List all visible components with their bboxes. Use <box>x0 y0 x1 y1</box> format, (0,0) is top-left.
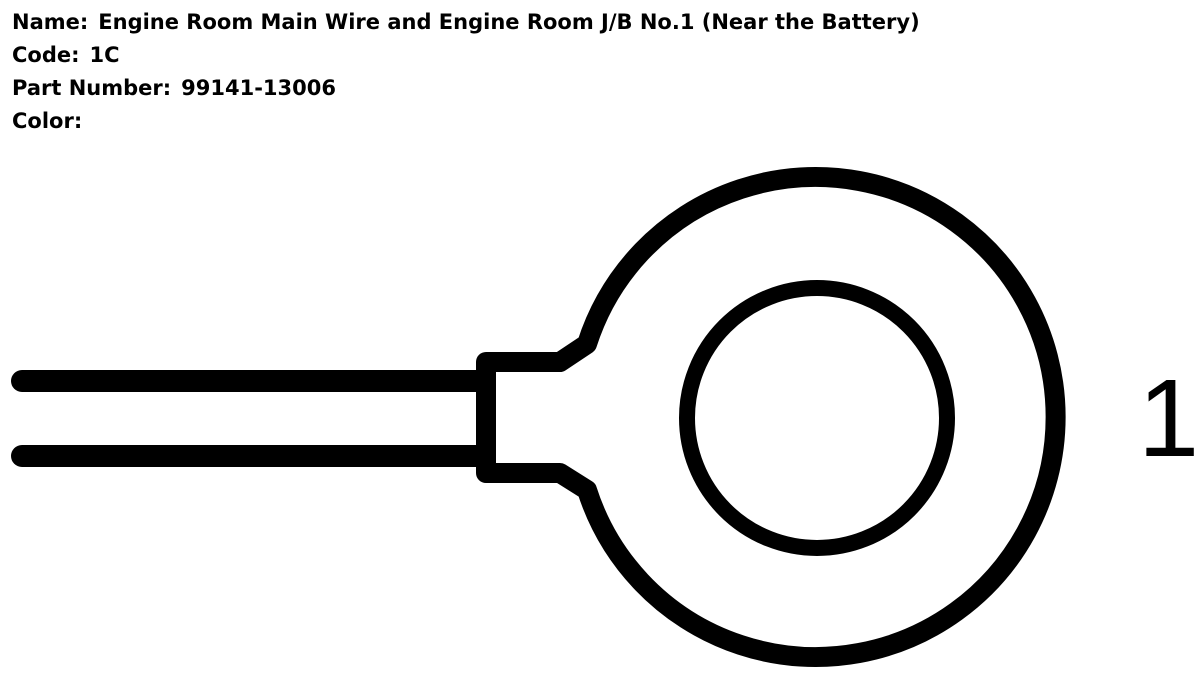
part-number-row: Part Number: 99141-13006 <box>12 72 920 105</box>
pin-number-label: 1 <box>1138 357 1199 480</box>
terminal-ring-hole <box>679 280 955 556</box>
name-label: Name: <box>12 10 89 34</box>
connector-info: Name: Engine Room Main Wire and Engine Ro… <box>12 6 920 138</box>
terminal-outline <box>476 167 1066 667</box>
color-label: Color: <box>12 109 83 133</box>
name-row: Name: Engine Room Main Wire and Engine Ro… <box>12 6 920 39</box>
name-value: Engine Room Main Wire and Engine Room J/… <box>98 10 920 34</box>
code-row: Code: 1C <box>12 39 920 72</box>
code-value: 1C <box>89 43 120 67</box>
wire-leads <box>11 370 493 467</box>
color-row: Color: <box>12 105 920 138</box>
part-number-value: 99141-13006 <box>181 76 336 100</box>
part-number-label: Part Number: <box>12 76 172 100</box>
code-label: Code: <box>12 43 80 67</box>
